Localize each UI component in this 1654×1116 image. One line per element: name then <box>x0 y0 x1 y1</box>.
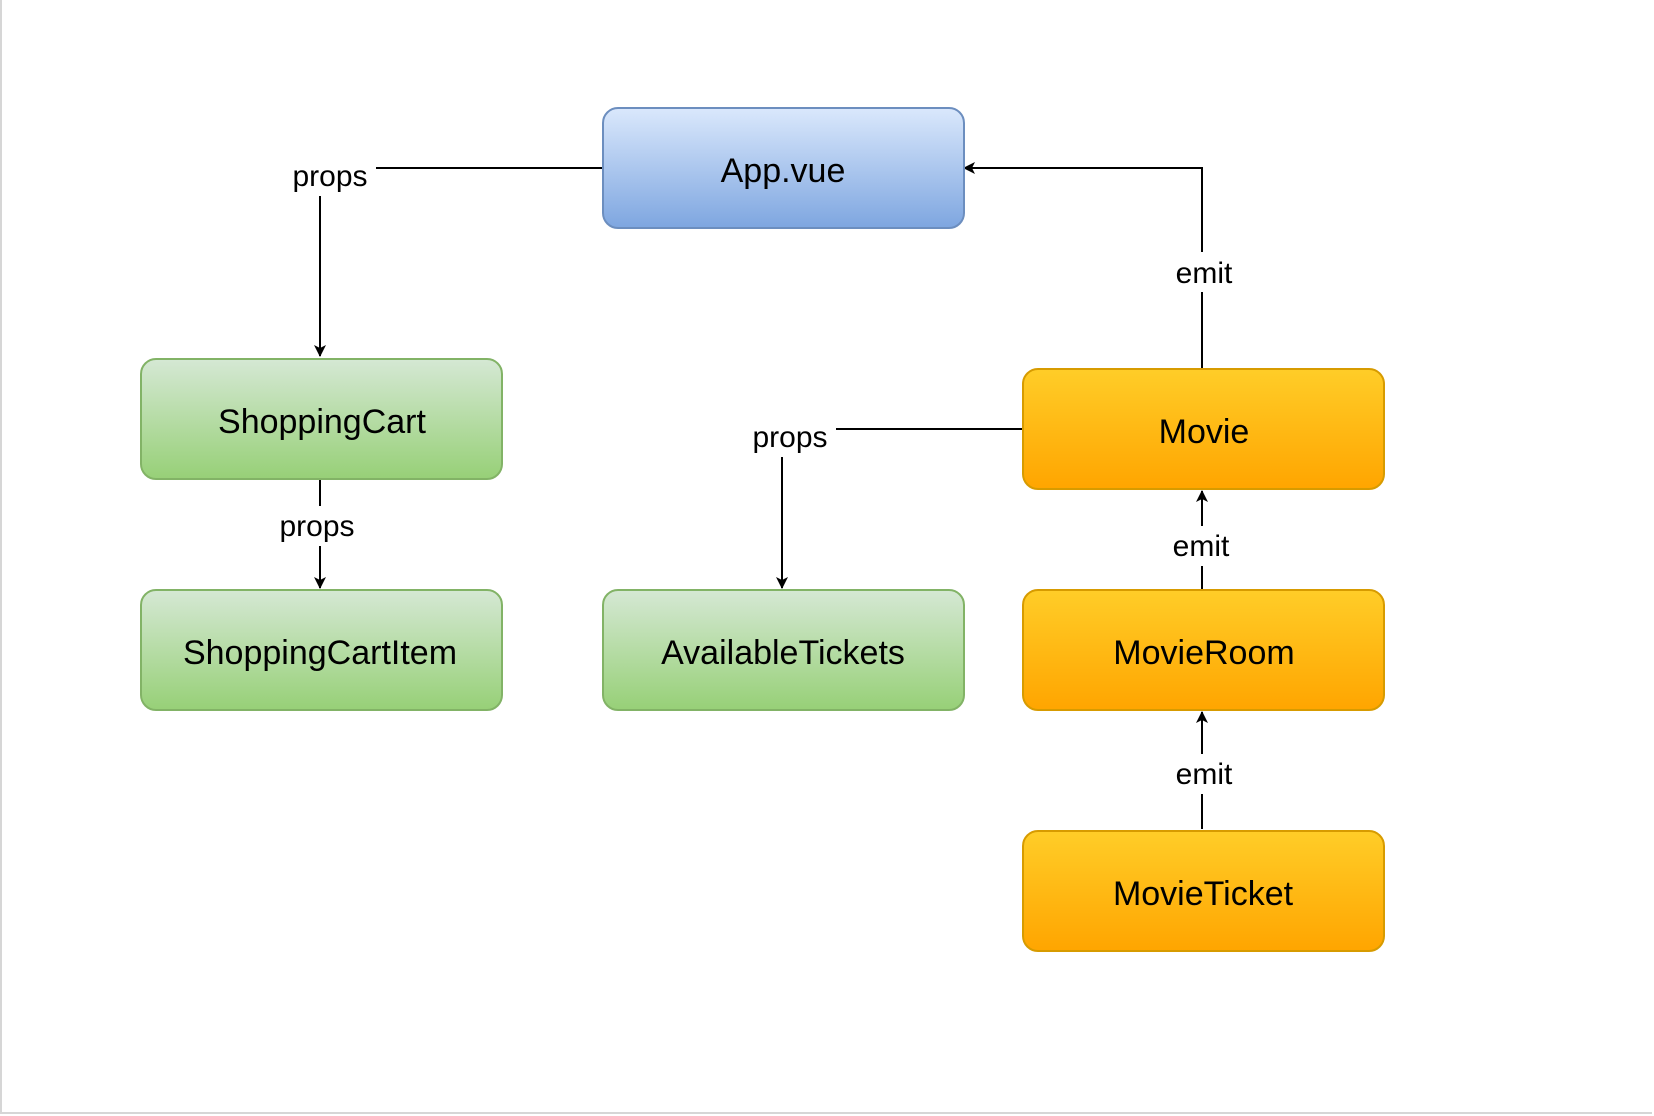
node-shopping-cart[interactable]: ShoppingCart <box>140 358 503 480</box>
node-app-vue[interactable]: App.vue <box>602 107 965 229</box>
edge-label-emit: emit <box>1173 530 1230 563</box>
edge-shopping-cart-to-item: props <box>272 480 368 589</box>
edge-movie-ticket-to-movie-room: emit <box>1168 711 1238 829</box>
edge-movie-to-available-tickets: props <box>744 413 1022 589</box>
node-label: ShoppingCart <box>218 403 426 441</box>
node-label: Movie <box>1159 413 1250 451</box>
edge-label-props: props <box>279 510 354 543</box>
node-movie-room[interactable]: MovieRoom <box>1022 589 1385 711</box>
edge-label-props: props <box>292 160 367 193</box>
node-label: App.vue <box>721 152 846 190</box>
edge-movie-room-to-movie: emit <box>1166 490 1236 589</box>
node-label: MovieRoom <box>1113 634 1294 672</box>
node-label: AvailableTickets <box>661 634 905 672</box>
edge-label-emit: emit <box>1176 257 1233 290</box>
node-movie-ticket[interactable]: MovieTicket <box>1022 830 1385 952</box>
edge-app-to-shopping-cart: props <box>284 152 605 357</box>
node-movie[interactable]: Movie <box>1022 368 1385 490</box>
node-label: MovieTicket <box>1113 875 1294 913</box>
node-label: ShoppingCartItem <box>183 634 457 672</box>
node-shopping-cart-item[interactable]: ShoppingCartItem <box>140 589 503 711</box>
edge-label-emit: emit <box>1176 758 1233 791</box>
node-available-tickets[interactable]: AvailableTickets <box>602 589 965 711</box>
edge-movie-to-app: emit <box>963 162 1238 369</box>
edge-label-props: props <box>752 421 827 454</box>
